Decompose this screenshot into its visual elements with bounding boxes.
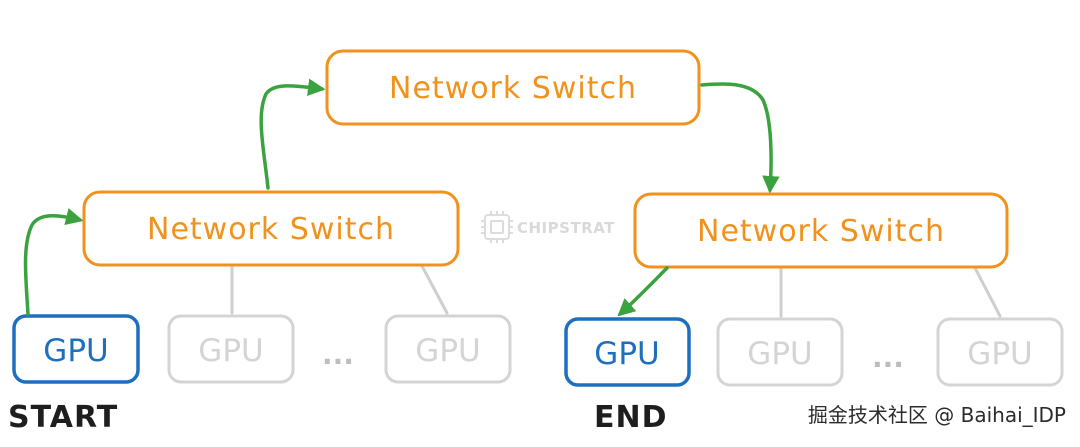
connector-left-switch-to-gpu-3 <box>420 264 449 315</box>
network-switch-left-label: Network Switch <box>147 212 395 247</box>
connector-right-switch-to-gpu-3 <box>973 266 1002 318</box>
gpu-right-2: GPU <box>716 317 844 387</box>
gpu-left-3-label: GPU <box>415 333 480 369</box>
chipstrat-logo-text: CHIPSTRAT <box>517 219 615 237</box>
gpu-right-3-label: GPU <box>967 336 1032 372</box>
end-label: END <box>594 400 668 435</box>
gpu-left-2-label: GPU <box>198 333 263 369</box>
path-arrow-gpu-to-left-switch <box>23 208 84 316</box>
inactive-connectors <box>230 264 1002 318</box>
chipstrat-logo: CHIPSTRAT <box>481 211 615 243</box>
gpu-start-label: GPU <box>43 333 108 369</box>
gpu-start: GPU <box>12 314 140 384</box>
network-switch-right: Network Switch <box>633 192 1009 269</box>
gpu-end: GPU <box>564 317 691 387</box>
path-arrow-top-switch-to-right-switch <box>700 82 780 194</box>
gpu-right-2-label: GPU <box>747 336 812 372</box>
watermark: 掘金技术社区 @ Baihai_IDP <box>808 403 1066 427</box>
network-switch-top: Network Switch <box>325 49 701 126</box>
chip-icon <box>481 211 513 243</box>
ellipsis-right: ... <box>872 341 904 374</box>
gpu-right-3: GPU <box>936 317 1064 387</box>
start-label: START <box>8 400 118 435</box>
network-switch-right-label: Network Switch <box>697 214 945 249</box>
ellipsis-left: ... <box>322 338 354 371</box>
path-arrow-left-switch-to-top-switch <box>259 78 326 190</box>
gpu-left-2: GPU <box>167 314 295 384</box>
gpu-end-label: GPU <box>594 336 659 372</box>
data-path <box>23 78 780 317</box>
network-switch-top-label: Network Switch <box>389 71 637 106</box>
path-arrow-right-switch-to-gpu <box>617 266 669 317</box>
gpu-left-3: GPU <box>384 314 512 384</box>
network-switch-left: Network Switch <box>82 190 460 267</box>
